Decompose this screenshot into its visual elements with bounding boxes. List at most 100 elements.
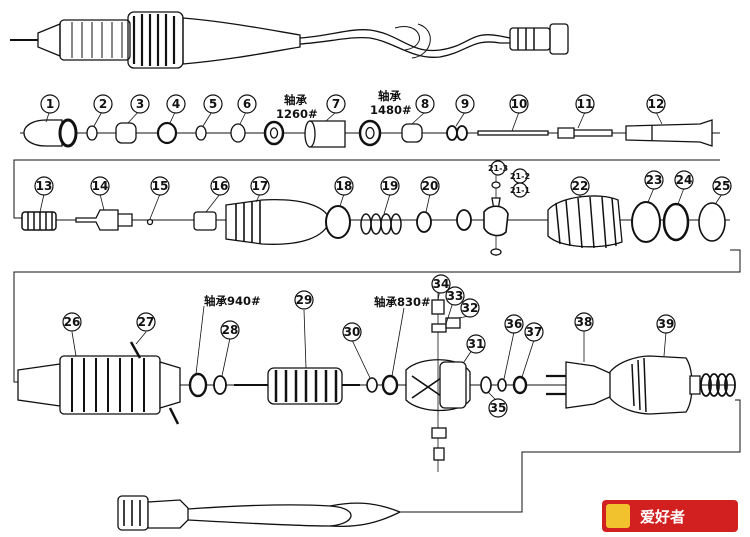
- callout-circle: [445, 286, 465, 306]
- callout-number: 25: [714, 179, 731, 193]
- callout-24: 24: [674, 170, 694, 190]
- callout-32: 32: [460, 298, 480, 318]
- callout-17: 17: [250, 176, 270, 196]
- row-2-parts: [13, 159, 730, 256]
- callout-circle: [712, 176, 732, 196]
- callout-number: 27: [138, 315, 155, 329]
- callout-15: 15: [150, 176, 170, 196]
- callout-circle: [504, 314, 524, 334]
- callout-27: 27: [136, 312, 156, 332]
- part-37-washer: [512, 375, 528, 395]
- part-8-bushing: [401, 123, 423, 143]
- callout-circle: [455, 94, 475, 114]
- part-35-washer: [480, 376, 492, 394]
- callout-11: 11: [575, 94, 595, 114]
- callout-circle: [466, 334, 486, 354]
- callout-number: 9: [461, 97, 469, 111]
- part-4-bushing: [156, 121, 178, 145]
- part-26-motor-housing: [17, 355, 181, 415]
- callout-number: 19: [382, 179, 399, 193]
- callout-number: 29: [296, 293, 313, 307]
- callout-circle: [294, 290, 314, 310]
- part-27-screw-b: [168, 407, 180, 425]
- callout-circle: [34, 176, 54, 196]
- callout-number: 5: [209, 97, 217, 111]
- callout-number: 23: [646, 173, 663, 187]
- callout-number: 31: [468, 337, 485, 351]
- callout-circle: [674, 170, 694, 190]
- callout-number: 26: [64, 315, 81, 329]
- callout-number: 17: [252, 179, 269, 193]
- callout-circle: [575, 94, 595, 114]
- callout-circle: [460, 298, 480, 318]
- part-19-spring: [360, 213, 402, 235]
- callout-number: 28: [222, 323, 239, 337]
- part-5-o-ring: [195, 125, 207, 141]
- part-28-washer: [213, 375, 227, 395]
- callout-number: 35: [490, 401, 507, 415]
- callout-circle: [342, 322, 362, 342]
- part-24-ring: [662, 202, 690, 242]
- callout-circle: [420, 176, 440, 196]
- callout-number: 16: [212, 179, 229, 193]
- part-14-chuck: [75, 209, 133, 231]
- callout-21-1: 21-1: [510, 182, 530, 198]
- callout-number: 2: [99, 97, 107, 111]
- part-20-washer: [416, 211, 432, 233]
- part-13-collet: [21, 211, 57, 231]
- callout-circle: [490, 160, 506, 176]
- callout-34: 34: [431, 274, 451, 294]
- part-25-ring: [698, 202, 726, 242]
- callout-10: 10: [509, 94, 529, 114]
- bearing-1480-label-line1: 轴承: [378, 89, 401, 103]
- part-23-ring: [631, 201, 661, 243]
- part-12-housing-tube: [625, 119, 713, 147]
- callout-22: 22: [570, 176, 590, 196]
- callout-circle: [220, 320, 240, 340]
- callout-circle: [237, 94, 257, 114]
- part-3-sleeve: [115, 122, 137, 144]
- callout-number: 37: [526, 325, 543, 339]
- part-29-rotor: [234, 367, 360, 405]
- part-21-lock-assembly: [483, 172, 509, 256]
- callout-circle: [93, 94, 113, 114]
- part-36-washer: [497, 378, 507, 392]
- callout-25: 25: [712, 176, 732, 196]
- callout-21-3: 21-3: [488, 160, 508, 176]
- callout-number: 36: [506, 317, 523, 331]
- callout-30: 30: [342, 322, 362, 342]
- bearing-940-label: 轴承940#: [204, 294, 261, 308]
- bearing-1260-label-line1: 轴承: [284, 93, 307, 107]
- callout-number: 10: [511, 97, 528, 111]
- callout-number: 34: [433, 277, 450, 291]
- callout-21-2: 21-2: [510, 168, 530, 184]
- callout-29: 29: [294, 290, 314, 310]
- callout-circle: [415, 94, 435, 114]
- callout-circle: [646, 94, 666, 114]
- callout-number: 24: [676, 173, 693, 187]
- callout-number: 33: [447, 289, 464, 303]
- callout-circle: [130, 94, 150, 114]
- callout-circle: [488, 398, 508, 418]
- part-39-cable-housing: [609, 355, 736, 415]
- callout-number: 6: [243, 97, 251, 111]
- callout-circle: [62, 312, 82, 332]
- part-bearing-830: [381, 374, 399, 396]
- callout-circle: [512, 182, 528, 198]
- callout-number: 13: [36, 179, 53, 193]
- callout-number: 8: [421, 97, 429, 111]
- callout-28: 28: [220, 320, 240, 340]
- part-15-ball: [146, 218, 154, 226]
- callout-number: 4: [172, 97, 180, 111]
- callout-37: 37: [524, 322, 544, 342]
- callout-3: 3: [130, 94, 150, 114]
- part-32-34-brushes: [431, 280, 461, 472]
- callout-circle: [210, 176, 230, 196]
- part-22-grip: [547, 195, 623, 249]
- row-4-cable: [117, 399, 741, 531]
- callout-18: 18: [334, 176, 354, 196]
- callout-number: 11: [577, 97, 594, 111]
